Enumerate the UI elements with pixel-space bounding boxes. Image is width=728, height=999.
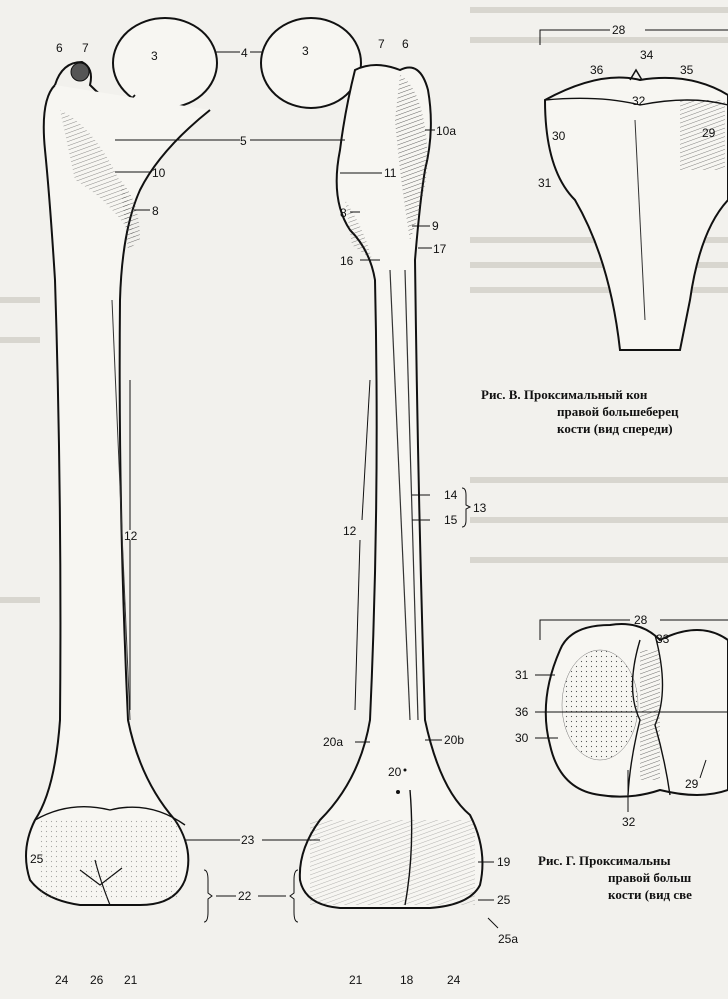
tibia-top-label-28: 28 xyxy=(634,613,648,627)
left-femur-drawing xyxy=(26,18,217,905)
right-label-16: 16 xyxy=(340,254,354,268)
right-label-25a: 25a xyxy=(498,932,518,946)
left-label-23: 23 xyxy=(241,833,255,847)
right-label-6: 6 xyxy=(402,37,409,51)
right-label-11: 11 xyxy=(384,166,397,180)
left-label-8: 8 xyxy=(152,204,159,218)
tibia-top-label-33: 33 xyxy=(656,632,670,646)
left-label-4: 4 xyxy=(241,46,248,60)
right-label-15: 15 xyxy=(444,513,458,527)
right-label-20b: 20b xyxy=(444,733,464,747)
left-label-24: 24 xyxy=(55,973,69,987)
tibia-top-label-32: 32 xyxy=(622,815,636,829)
caption-g-line-1: Рис. Г. Проксимальны xyxy=(538,852,692,869)
right-label-9: 9 xyxy=(432,219,439,233)
left-label-3: 3 xyxy=(151,49,158,63)
caption-v-line-1: Рис. В. Проксимальный кон xyxy=(481,386,679,403)
caption-g-line-3: кости (вид све xyxy=(538,886,692,903)
right-label-3: 3 xyxy=(302,44,309,58)
caption-v: Рис. В. Проксимальный кон правой большеб… xyxy=(481,386,679,437)
tibia-front-label-28: 28 xyxy=(612,23,626,37)
left-label-21: 21 xyxy=(124,973,138,987)
right-label-21: 21 xyxy=(349,973,363,987)
right-label-20a: 20a xyxy=(323,735,343,749)
caption-g: Рис. Г. Проксимальны правой больш кости … xyxy=(538,852,692,903)
right-label-8: 8 xyxy=(340,206,347,220)
right-femur-head xyxy=(261,18,361,108)
tibia-front-drawing xyxy=(545,70,728,350)
right-label-19: 19 xyxy=(497,855,511,869)
tibia-top-label-29: 29 xyxy=(685,777,699,791)
right-label-10a: 10a xyxy=(436,124,456,138)
left-femur-head xyxy=(113,18,217,108)
tibia-front-label-36: 36 xyxy=(590,63,604,77)
tibia-front-label-34: 34 xyxy=(640,48,654,62)
right-femur-drawing xyxy=(261,18,482,908)
left-label-6: 6 xyxy=(56,41,63,55)
tibia-front-label-29: 29 xyxy=(702,126,716,140)
right-label-24: 24 xyxy=(447,973,461,987)
left-label-25: 25 xyxy=(30,852,44,866)
right-label-17: 17 xyxy=(433,242,447,256)
left-label-22: 22 xyxy=(238,889,252,903)
left-label-26: 26 xyxy=(90,973,104,987)
caption-g-line-2: правой больш xyxy=(538,869,692,886)
left-label-5: 5 xyxy=(240,134,247,148)
tibia-front-label-30: 30 xyxy=(552,129,566,143)
left-label-12: 12 xyxy=(124,529,138,543)
left-label-7: 7 xyxy=(82,41,89,55)
tibia-front-label-31: 31 xyxy=(538,176,552,190)
right-label-18: 18 xyxy=(400,973,414,987)
left-label-10: 10 xyxy=(152,166,166,180)
tibia-front-label-35: 35 xyxy=(680,63,694,77)
tibia-top-label-30: 30 xyxy=(515,731,529,745)
right-label-25: 25 xyxy=(497,893,511,907)
tibia-front-label-32: 32 xyxy=(632,94,646,108)
right-label-20: 20 xyxy=(388,765,402,779)
right-label-12: 12 xyxy=(343,524,357,538)
tibia-top-drawing xyxy=(546,624,728,797)
tibia-top-label-36: 36 xyxy=(515,705,529,719)
right-label-13: 13 xyxy=(473,501,487,515)
caption-v-line-3: кости (вид спереди) xyxy=(481,420,679,437)
right-label-14: 14 xyxy=(444,488,458,502)
right-label-7: 7 xyxy=(378,37,385,51)
caption-v-line-2: правой большеберец xyxy=(481,403,679,420)
tibia-top-label-31: 31 xyxy=(515,668,529,682)
